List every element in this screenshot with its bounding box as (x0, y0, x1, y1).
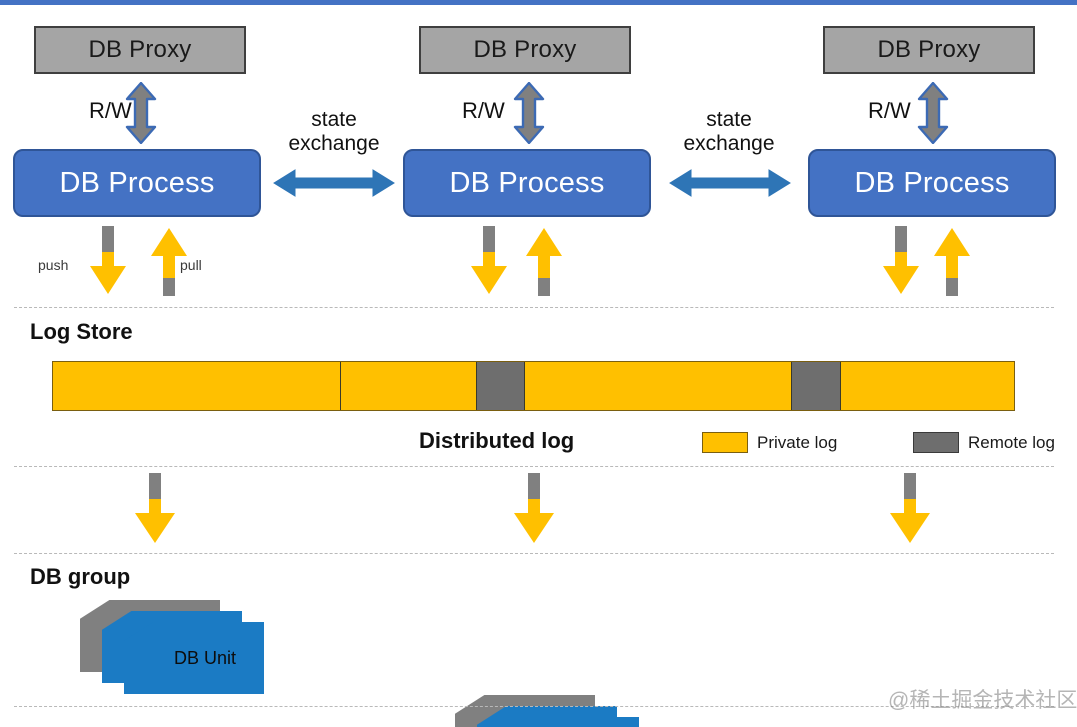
log-segment-private-1 (53, 362, 342, 410)
log-segment-remote-5 (791, 362, 841, 410)
db-process-label-3: DB Process (854, 166, 1010, 199)
rw-arrow-3 (917, 82, 949, 144)
db-proxy-label-2: DB Proxy (473, 36, 577, 63)
rw-arrow-2 (513, 82, 545, 144)
db-proxy-label-1: DB Proxy (88, 36, 192, 63)
db-group-title: DB group (30, 564, 131, 589)
db-process-label-2: DB Process (449, 166, 605, 199)
push-arrow-2 (471, 226, 507, 294)
rw-arrow-1 (125, 82, 157, 144)
db-unit-card-front-2 (499, 717, 639, 727)
section-divider-bottom (14, 553, 1054, 554)
section-divider-footer (14, 706, 1054, 707)
log-to-unit-arrow-1 (135, 473, 175, 543)
db-unit-label-2: DB Unit (499, 717, 639, 727)
push-arrow-1 (90, 226, 126, 294)
watermark: @稀土掘金技术社区 (888, 689, 1077, 712)
log-segment-private-6 (840, 362, 1014, 410)
private-log-swatch (702, 432, 748, 453)
distributed-log-bar (52, 361, 1015, 411)
remote-log-label: Remote log (968, 432, 1055, 452)
rw-label-3: R/W (868, 98, 911, 123)
remote-log-swatch (913, 432, 959, 453)
state-exchange-label-2: state exchange (664, 108, 794, 155)
push-arrow-3 (883, 226, 919, 294)
db-unit-label-1: DB Unit (173, 647, 236, 668)
state-exchange-arrow-1 (273, 169, 395, 197)
db-proxy-label-3: DB Proxy (877, 36, 981, 63)
distributed-log-caption: Distributed log (419, 428, 575, 453)
db-unit-stack-1[interactable]: DB Unit (80, 600, 270, 695)
private-log-label: Private log (757, 432, 838, 452)
log-segment-private-2 (341, 362, 477, 410)
db-process-box-3[interactable]: DB Process (808, 149, 1056, 217)
state-exchange-line2-2: exchange (683, 131, 775, 155)
db-proxy-box-3[interactable]: DB Proxy (823, 26, 1035, 74)
state-exchange-line1-2: state (706, 108, 752, 131)
state-exchange-line2-1: exchange (288, 131, 380, 155)
pull-arrow-2 (526, 228, 562, 296)
legend-item-private: Private log (702, 432, 837, 453)
db-process-box-1[interactable]: DB Process (13, 149, 261, 217)
log-segment-private-4 (524, 362, 792, 410)
section-divider-middle (14, 466, 1054, 467)
rw-label-1: R/W (89, 98, 132, 123)
db-proxy-box-1[interactable]: DB Proxy (34, 26, 246, 74)
pull-arrow-1 (151, 228, 187, 296)
section-divider-top (14, 307, 1054, 308)
db-unit-card-front-1 (124, 622, 264, 694)
db-process-box-2[interactable]: DB Process (403, 149, 651, 217)
log-store-title: Log Store (30, 319, 133, 344)
state-exchange-arrow-2 (669, 169, 791, 197)
rw-label-2: R/W (462, 98, 505, 123)
legend-item-remote: Remote log (913, 432, 1055, 453)
state-exchange-label-1: state exchange (269, 108, 399, 155)
db-process-label-1: DB Process (59, 166, 215, 199)
pull-label-1: pull (180, 257, 202, 273)
state-exchange-line1-1: state (311, 108, 357, 131)
db-unit-stack-2[interactable]: DB Unit (455, 695, 645, 727)
push-label-1: push (38, 257, 69, 273)
log-to-unit-arrow-2 (514, 473, 554, 543)
db-proxy-box-2[interactable]: DB Proxy (419, 26, 631, 74)
top-accent-bar (0, 0, 1077, 5)
log-segment-remote-3 (476, 362, 525, 410)
pull-arrow-3 (934, 228, 970, 296)
log-to-unit-arrow-3 (890, 473, 930, 543)
